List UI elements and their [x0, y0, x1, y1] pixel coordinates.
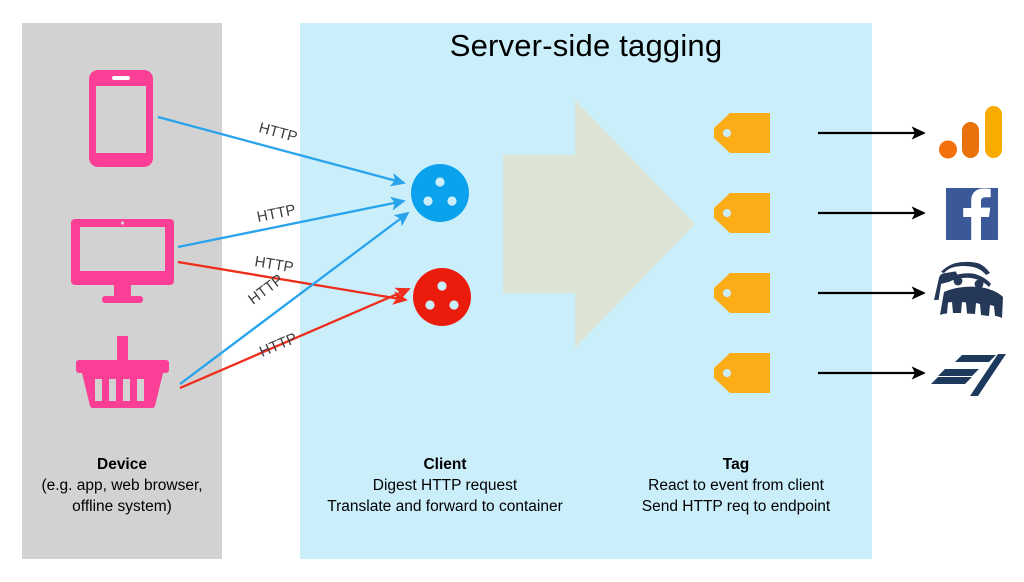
- google-analytics-logo: [939, 106, 1002, 159]
- http-connection-3: HTTP: [177, 253, 408, 305]
- client-cookie-blue: [411, 164, 469, 222]
- tag-caption-title: Tag: [722, 456, 750, 473]
- simmer-logo: [931, 354, 1006, 396]
- device-icon-desktop-monitor: [71, 219, 174, 303]
- tag-caption-line-1: React to event from client: [648, 476, 824, 494]
- tag-icon-1: [714, 113, 770, 153]
- tag-icon-2: [714, 193, 770, 233]
- client-caption-title: Client: [423, 456, 467, 473]
- tag-icon-4: [714, 353, 770, 393]
- device-icon-mobile-phone: [89, 70, 153, 167]
- http-connection-1: HTTP: [157, 115, 406, 187]
- page-title: Server-side tagging: [449, 28, 723, 63]
- client-caption-line-1: Digest HTTP request: [372, 476, 518, 494]
- device-icon-shopping-basket: [76, 336, 169, 409]
- http-label: HTTP: [257, 330, 300, 361]
- tag-icon-3: [714, 273, 770, 313]
- http-connection-5: HTTP: [179, 287, 411, 390]
- http-label: HTTP: [253, 253, 294, 276]
- tag-caption-line-2: Send HTTP req to endpoint: [641, 497, 831, 515]
- device-caption-line-1: (e.g. app, web browser,: [41, 476, 203, 494]
- device-caption-title: Device: [97, 456, 147, 473]
- flow-arrow: [503, 100, 695, 348]
- snowplow-logo: [934, 261, 1003, 318]
- client-cookie-red: [413, 268, 471, 326]
- facebook-logo: [946, 188, 998, 240]
- device-caption-line-2: offline system): [72, 497, 172, 515]
- http-label: HTTP: [257, 119, 299, 146]
- client-caption: Client Digest HTTP request Translate and…: [300, 455, 590, 517]
- http-label: HTTP: [255, 201, 297, 225]
- device-caption: Device (e.g. app, web browser, offline s…: [22, 455, 222, 517]
- tag-caption: Tag React to event from client Send HTTP…: [600, 455, 872, 517]
- client-caption-line-2: Translate and forward to container: [327, 497, 563, 515]
